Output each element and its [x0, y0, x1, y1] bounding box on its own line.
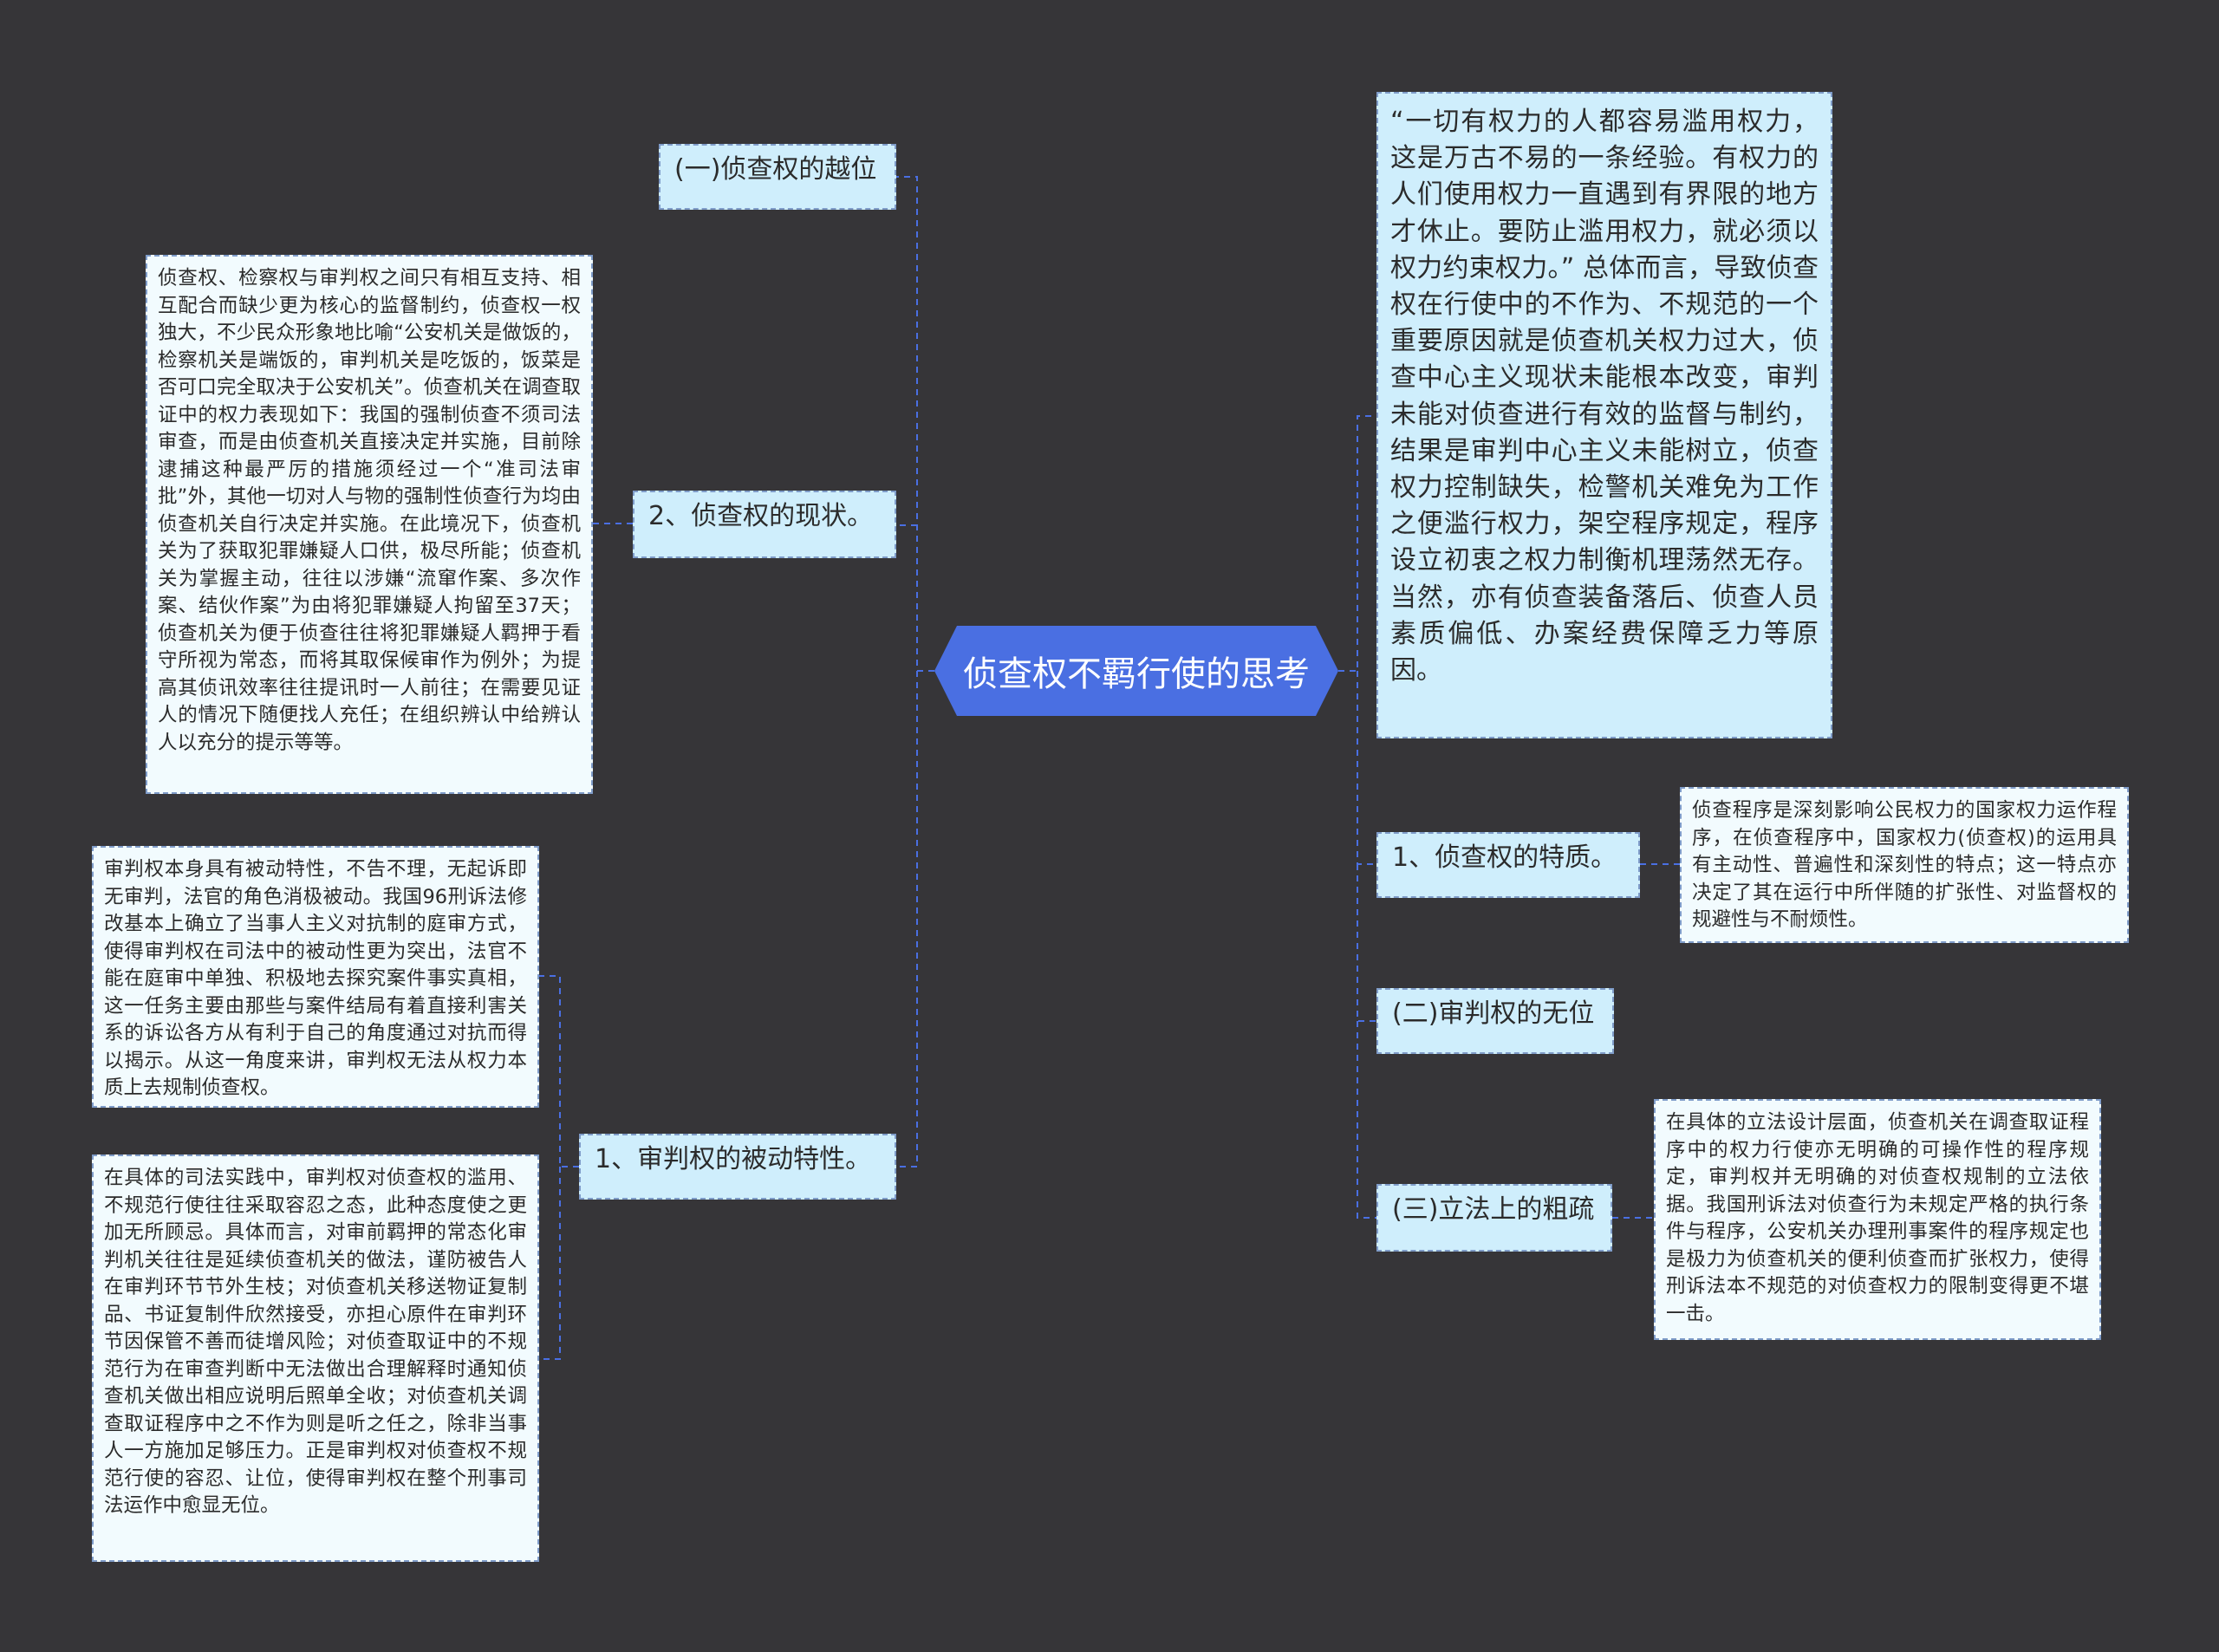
branch-trial-absence[interactable]: (二)审判权的无位: [1376, 988, 1614, 1054]
note-trial-passive-practice: 在具体的司法实践中，审判权对侦查权的滥用、不规范行使往往采取容忍之态，此种态度使…: [92, 1154, 539, 1562]
branch-investigation-traits[interactable]: 1、侦查权的特质。: [1376, 832, 1640, 898]
root-title: 侦查权不羁行使的思考: [963, 654, 1310, 694]
link-passive-notes: [539, 975, 579, 1360]
note-text: 侦查权、检察权与审判权之间只有相互支持、相互配合而缺少更为核心的监督制约，侦查权…: [158, 267, 581, 754]
note-legislative-roughness: 在具体的立法设计层面，侦查机关在调查取证程序中的权力行使亦无明确的可操作性的程序…: [1654, 1099, 2101, 1340]
link-right-rough: [1357, 1021, 1376, 1219]
link-right-absence: [1357, 864, 1376, 1022]
branch-label: (二)审判权的无位: [1392, 998, 1595, 1029]
branch-trial-passive[interactable]: 1、审判权的被动特性。: [579, 1134, 896, 1200]
branch-label: 1、侦查权的特质。: [1392, 842, 1617, 873]
note-text: 在具体的立法设计层面，侦查机关在调查取证程序中的权力行使亦无明确的可操作性的程序…: [1666, 1111, 2089, 1325]
note-investigation-traits: 侦查程序是深刻影响公民权力的国家权力运作程序，在侦查程序中，国家权力(侦查权)的…: [1680, 787, 2129, 943]
note-text: 审判权本身具有被动特性，不告不理，无起诉即无审判，法官的角色消极被动。我国96刑…: [104, 858, 527, 1099]
note-investigation-status: 侦查权、检察权与审判权之间只有相互支持、相互配合而缺少更为核心的监督制约，侦查权…: [146, 255, 593, 794]
branch-label: 1、审判权的被动特性。: [595, 1144, 872, 1174]
root-topic[interactable]: 侦查权不羁行使的思考: [934, 626, 1338, 716]
root-hexagon-shape: [934, 626, 1338, 716]
note-trial-passive-nature: 审判权本身具有被动特性，不告不理，无起诉即无审判，法官的角色消极被动。我国96刑…: [92, 846, 539, 1108]
link-root-left: [896, 176, 934, 672]
branch-label: (三)立法上的粗疏: [1392, 1194, 1595, 1225]
link-root-right: [1338, 415, 1376, 672]
branch-investigation-encroach[interactable]: (一)侦查权的越位: [659, 144, 896, 210]
note-text: 在具体的司法实践中，审判权对侦查权的滥用、不规范行使往往采取容忍之态，此种态度使…: [104, 1167, 527, 1517]
link-left-passive: [896, 671, 918, 1167]
branch-legislative-roughness[interactable]: (三)立法上的粗疏: [1376, 1184, 1612, 1252]
link-right-traits: [1357, 671, 1376, 865]
note-text: “一切有权力的人都容易滥用权力，这是万古不易的一条经验。有权力的人们使用权力一直…: [1390, 107, 1819, 686]
note-text: 侦查程序是深刻影响公民权力的国家权力运作程序，在侦查程序中，国家权力(侦查权)的…: [1692, 799, 2117, 931]
branch-label: 2、侦查权的现状。: [648, 501, 874, 531]
note-power-abuse-quote: “一切有权力的人都容易滥用权力，这是万古不易的一条经验。有权力的人们使用权力一直…: [1376, 92, 1832, 738]
branch-label: (一)侦查权的越位: [674, 154, 877, 185]
branch-investigation-status[interactable]: 2、侦查权的现状。: [633, 491, 896, 558]
